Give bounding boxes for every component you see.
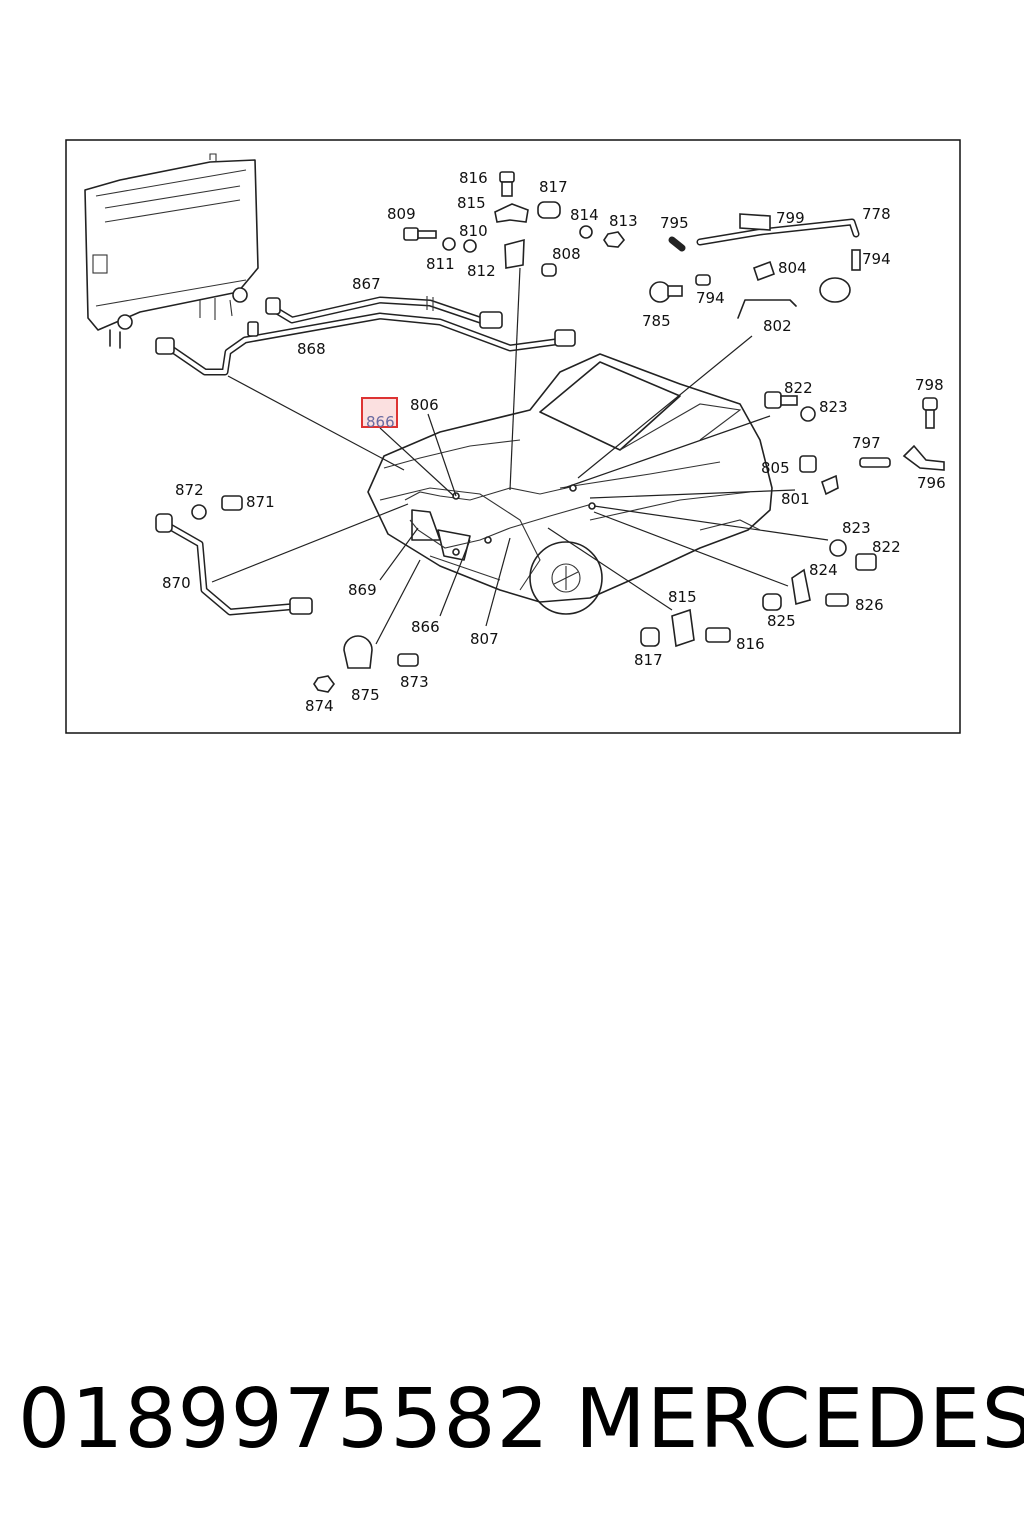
label-815: 815 [457, 194, 486, 212]
label-778: 778 [862, 205, 891, 223]
label-823-b: 823 [842, 519, 871, 537]
label-794-b: 794 [696, 289, 725, 307]
label-817-b: 817 [634, 651, 663, 669]
diagram-canvas: 866 816 815 817 809 814 813 810 808 811 … [65, 139, 961, 734]
label-816: 816 [459, 169, 488, 187]
highlighted-label-text: 866 [366, 413, 395, 431]
brand-name: MERCEDES [575, 1372, 1024, 1467]
label-869: 869 [348, 581, 377, 599]
footer-caption: 0189975582 MERCEDES [0, 1370, 1024, 1470]
label-870: 870 [162, 574, 191, 592]
label-871: 871 [246, 493, 275, 511]
label-794: 794 [862, 250, 891, 268]
label-815-b: 815 [668, 588, 697, 606]
label-805: 805 [761, 459, 790, 477]
label-866: 866 [411, 618, 440, 636]
label-814: 814 [570, 206, 599, 224]
label-807: 807 [470, 630, 499, 648]
oil-cooler-radiator [84, 153, 259, 349]
small-parts-top [403, 171, 626, 277]
label-795: 795 [660, 214, 689, 232]
label-806: 806 [410, 396, 439, 414]
label-822-b: 822 [872, 538, 901, 556]
label-808: 808 [552, 245, 581, 263]
label-875: 875 [351, 686, 380, 704]
car-outline [367, 353, 773, 615]
label-810: 810 [459, 222, 488, 240]
label-798: 798 [915, 376, 944, 394]
label-802: 802 [763, 317, 792, 335]
part-labels: 816 815 817 809 814 813 810 808 811 812 … [162, 169, 946, 715]
small-parts-right [640, 391, 945, 648]
label-826: 826 [855, 596, 884, 614]
oil-line-868 [155, 312, 576, 376]
label-804: 804 [778, 259, 807, 277]
label-873: 873 [400, 673, 429, 691]
label-868: 868 [297, 340, 326, 358]
label-824: 824 [809, 561, 838, 579]
label-812: 812 [467, 262, 496, 280]
oil-line-867 [265, 296, 503, 329]
leader-lines [211, 267, 829, 645]
label-825: 825 [767, 612, 796, 630]
label-867: 867 [352, 275, 381, 293]
label-822: 822 [784, 379, 813, 397]
label-796: 796 [917, 474, 946, 492]
label-785: 785 [642, 312, 671, 330]
highlighted-label-866[interactable]: 866 [361, 397, 398, 431]
label-816-b: 816 [736, 635, 765, 653]
label-797: 797 [852, 434, 881, 452]
label-799: 799 [776, 209, 805, 227]
label-872: 872 [175, 481, 204, 499]
label-801: 801 [781, 490, 810, 508]
label-813: 813 [609, 212, 638, 230]
label-809: 809 [387, 205, 416, 223]
part-number: 0189975582 [18, 1372, 550, 1467]
parts-diagram: 866 816 815 817 809 814 813 810 808 811 … [0, 0, 1024, 760]
oil-line-870 [155, 495, 313, 616]
label-823: 823 [819, 398, 848, 416]
label-811: 811 [426, 255, 455, 273]
label-817: 817 [539, 178, 568, 196]
small-parts-bottom [313, 635, 419, 693]
label-874: 874 [305, 697, 334, 715]
small-parts-top-right [649, 213, 861, 319]
